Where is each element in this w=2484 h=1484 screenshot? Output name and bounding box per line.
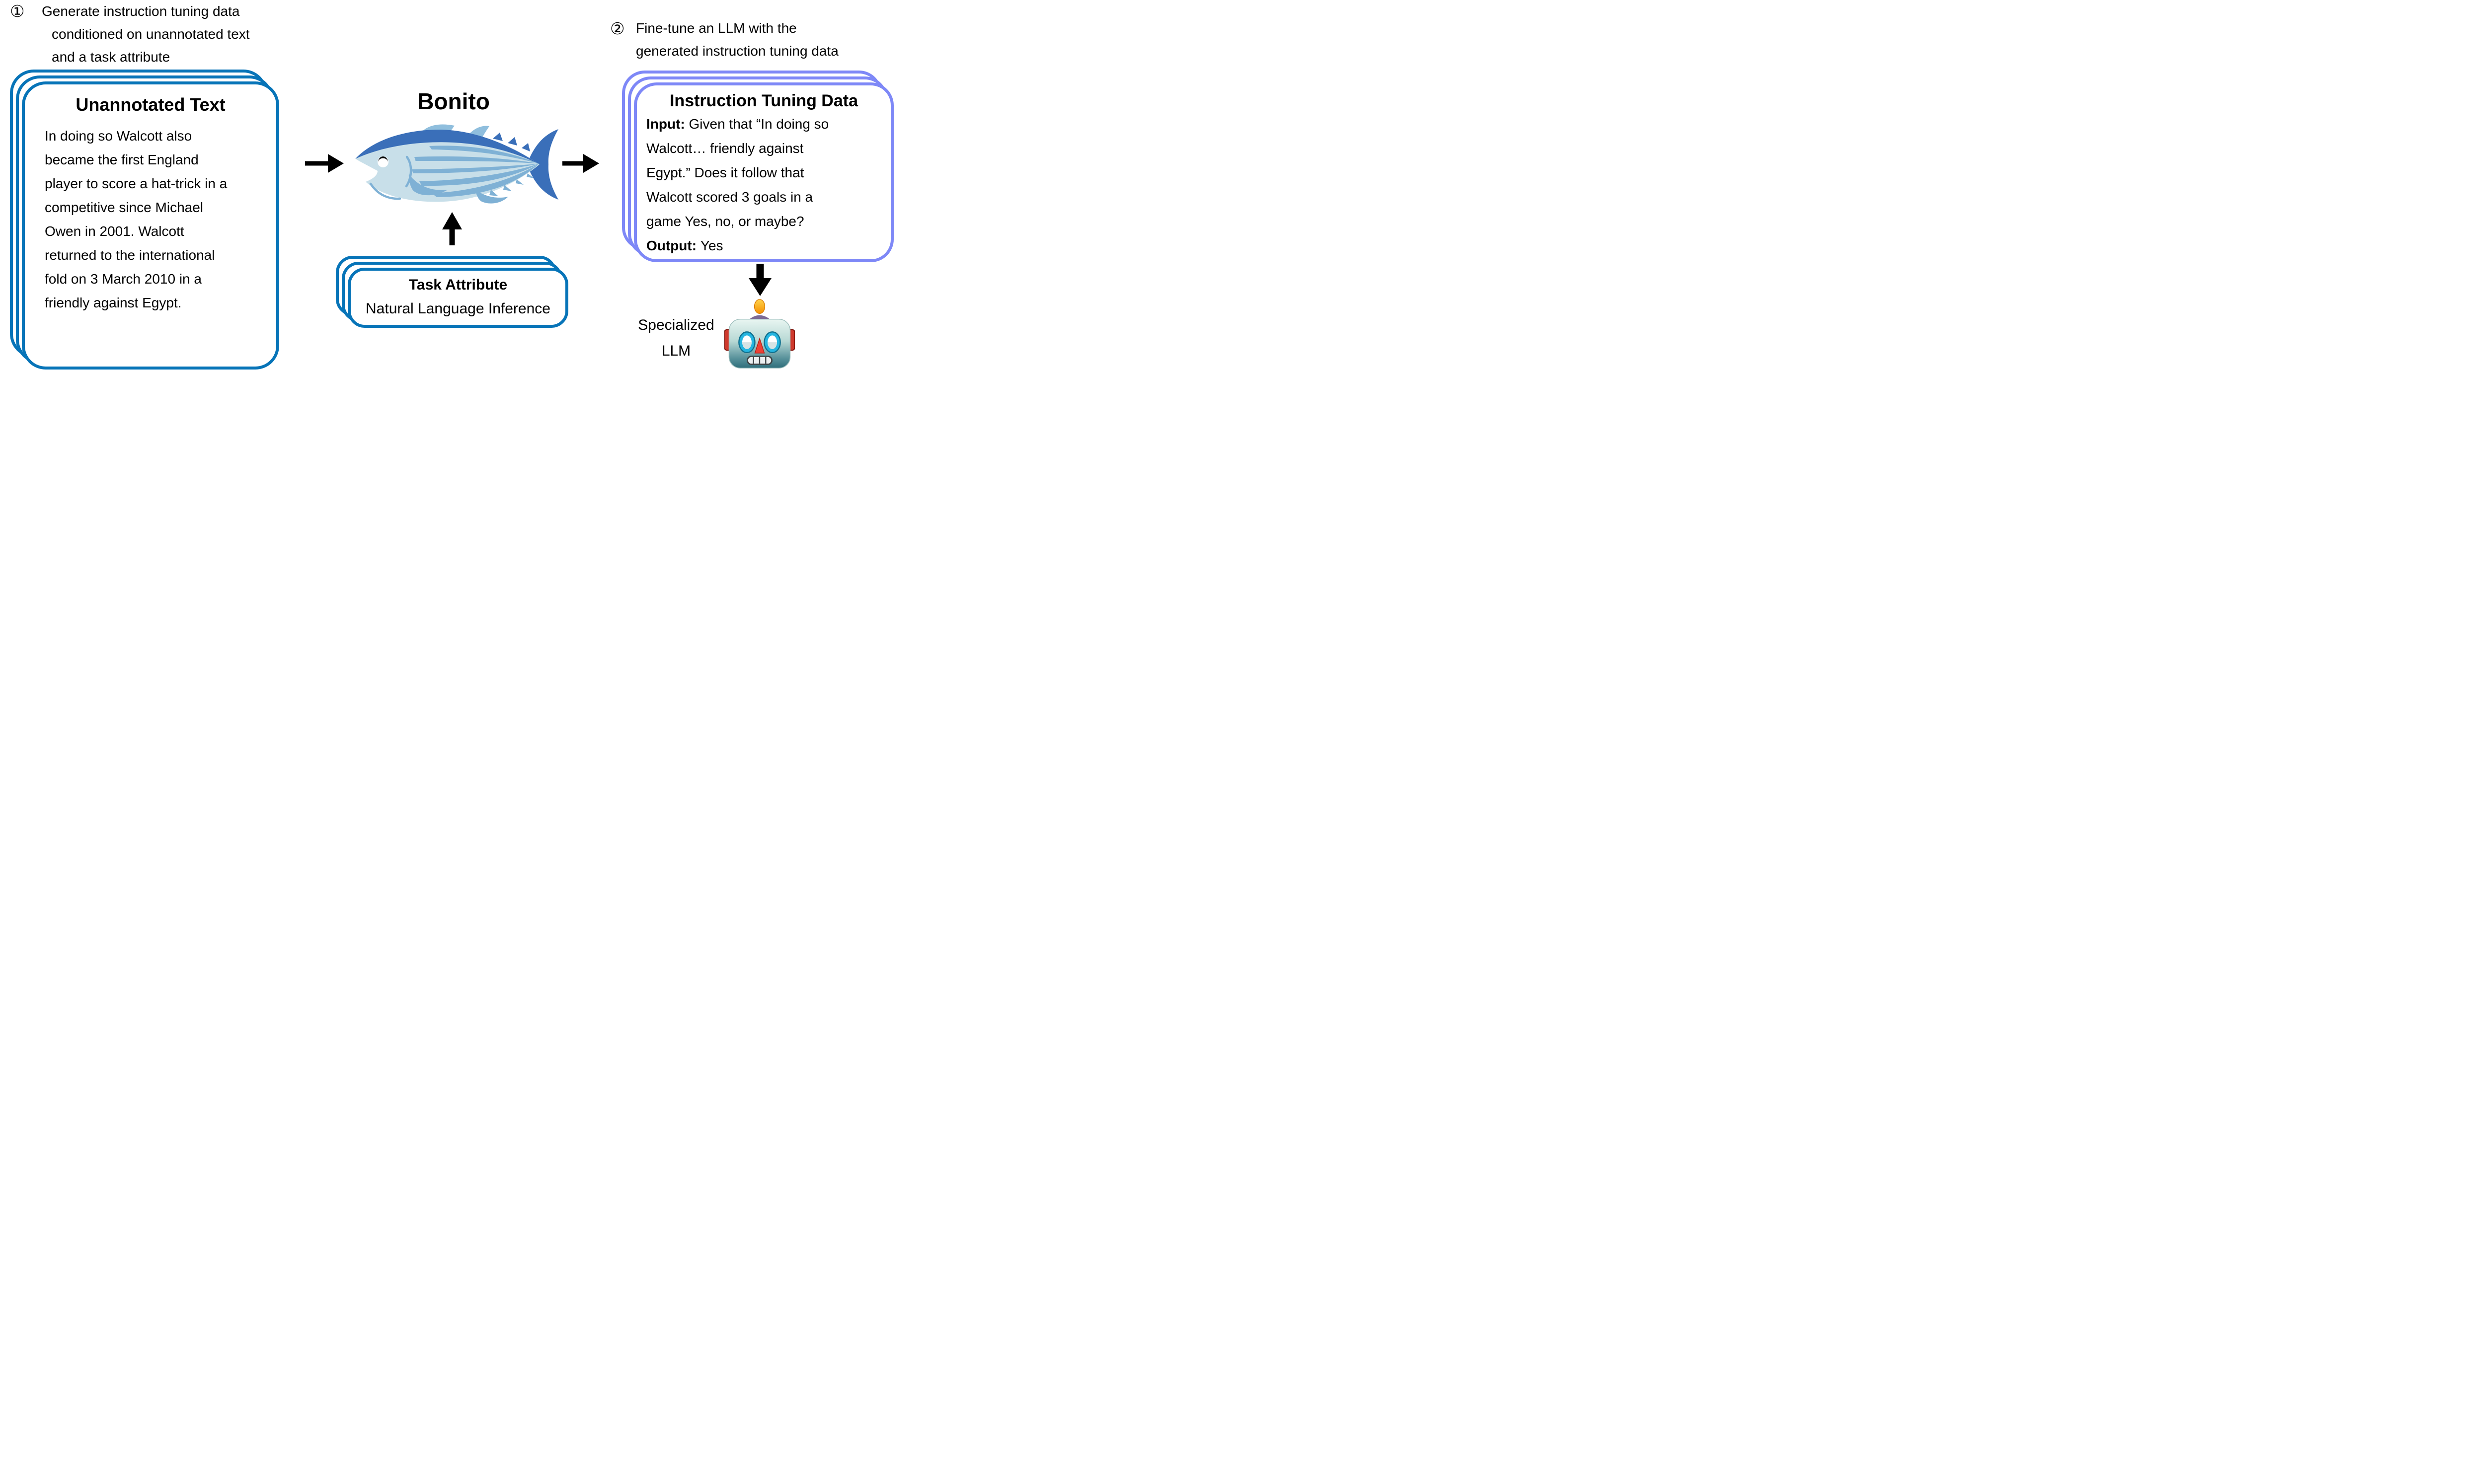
step2-line: Fine-tune an LLM with the — [636, 20, 797, 36]
body-line: Walcott… friendly against — [646, 141, 804, 156]
step2-note: Fine-tune an LLM with the generated inst… — [636, 17, 839, 63]
robot-icon — [724, 299, 795, 369]
unannotated-text-card: Unannotated Text In doing so Walcott als… — [22, 81, 279, 370]
instruction-tuning-card: Instruction Tuning Data Input: Given tha… — [634, 82, 894, 262]
body-line: fold on 3 March 2010 in a — [45, 271, 202, 287]
unannotated-card-title: Unannotated Text — [76, 94, 226, 115]
body-line: friendly against Egypt. — [45, 295, 182, 310]
step1-line: and a task attribute — [52, 49, 170, 65]
unannotated-card-body: In doing so Walcott also became the firs… — [25, 124, 276, 315]
instruction-card-title: Instruction Tuning Data — [669, 91, 858, 110]
task-attribute-card: Task Attribute Natural Language Inferenc… — [348, 268, 568, 328]
body-line: returned to the international — [45, 247, 215, 263]
output-label: Output: — [646, 238, 697, 253]
bonito-pipeline-figure: ① Generate instruction tuning data condi… — [0, 0, 903, 371]
body-line: competitive since Michael — [45, 200, 204, 215]
step1-number-icon: ① — [10, 1, 25, 21]
instruction-card-body: Input: Given that “In doing so Walcott… … — [637, 112, 891, 258]
step2-line: generated instruction tuning data — [636, 43, 839, 59]
instruction-tuning-card-stack: Instruction Tuning Data Input: Given tha… — [622, 71, 894, 262]
body-line: In doing so Walcott also — [45, 128, 192, 144]
bonito-fish-icon — [355, 124, 558, 204]
body-line: Walcott scored 3 goals in a — [646, 189, 813, 205]
step1-line: conditioned on unannotated text — [52, 26, 250, 42]
step2-number-icon: ② — [610, 19, 625, 38]
task-card-value: Natural Language Inference — [366, 300, 550, 317]
body-line: became the first England — [45, 152, 199, 167]
bonito-title: Bonito — [417, 88, 490, 114]
task-attribute-card-stack: Task Attribute Natural Language Inferenc… — [336, 256, 568, 328]
arrow-right-icon — [562, 154, 599, 173]
arrow-right-icon — [305, 154, 344, 173]
body-line: player to score a hat-trick in a — [45, 176, 228, 191]
step1-note: Generate instruction tuning data conditi… — [42, 0, 250, 69]
body-line: game Yes, no, or maybe? — [646, 214, 804, 229]
arrow-up-icon — [442, 212, 462, 245]
step1-line: Generate instruction tuning data — [42, 3, 240, 19]
body-line: Egypt.” Does it follow that — [646, 165, 804, 180]
specialized-llm-label: Specialized LLM — [638, 317, 714, 359]
task-card-title: Task Attribute — [408, 277, 508, 293]
arrow-down-icon — [749, 264, 772, 296]
body-line: Owen in 2001. Walcott — [45, 223, 184, 239]
body-line: Output: Yes — [646, 238, 723, 253]
unannotated-text-card-stack: Unannotated Text In doing so Walcott als… — [10, 70, 279, 370]
body-line: Input: Given that “In doing so — [646, 116, 829, 132]
input-label: Input: — [646, 116, 685, 132]
